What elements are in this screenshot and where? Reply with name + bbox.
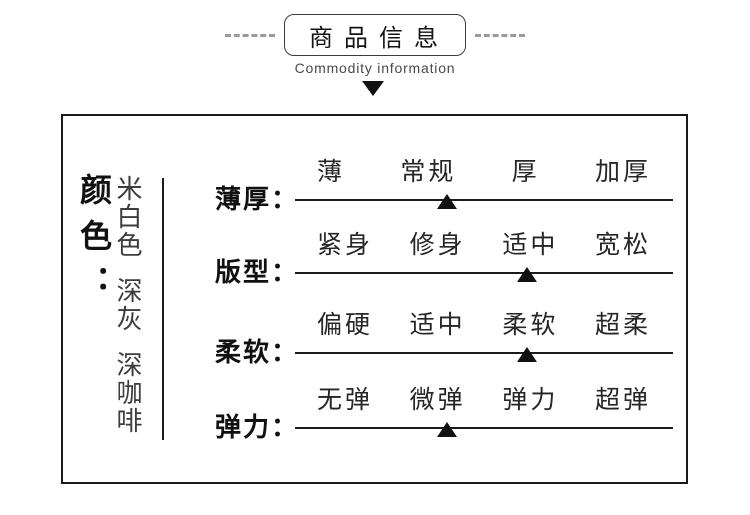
page-subtitle: Commodity information — [294, 60, 456, 76]
selection-marker-icon — [517, 347, 538, 362]
attribute-rows: 薄厚： 薄常规厚加厚 版型： 紧身修身适中宽松 柔软： 偏硬适中柔软超柔 弹力：… — [63, 116, 686, 482]
attribute-option: 超柔 — [594, 311, 651, 339]
attribute-option: 弹力 — [502, 386, 559, 414]
attribute-option: 加厚 — [594, 158, 651, 186]
vertical-divider — [162, 178, 164, 440]
attribute-option: 无弹 — [317, 386, 374, 414]
selection-marker-icon — [437, 194, 458, 209]
attribute-option: 微弹 — [409, 386, 466, 414]
attribute-scale: 偏硬 适中 柔软 超柔 — [295, 310, 673, 366]
attribute-option: 柔软 — [502, 311, 559, 339]
attribute-options: 薄 常规 厚 加厚 — [295, 157, 673, 187]
attribute-option: 紧身 — [317, 231, 374, 259]
attribute-option: 薄 — [317, 158, 346, 186]
attribute-options: 无弹 微弹 弹力 超弹 — [295, 385, 673, 415]
color-section-label: 颜色： — [76, 173, 112, 311]
color-value: 米白色 — [113, 175, 143, 259]
attribute-option: 修身 — [409, 231, 466, 259]
scale-line — [295, 199, 673, 201]
page-title: 商品信息 — [309, 24, 449, 52]
attribute-row: 薄厚： 薄 常规 厚 加厚 — [215, 157, 675, 214]
attribute-scale: 薄 常规 厚 加厚 — [295, 157, 673, 213]
color-value: 深灰 — [113, 277, 143, 333]
attribute-label: 薄厚： — [215, 184, 300, 214]
scale-line — [295, 272, 673, 274]
attribute-row: 柔软： 偏硬 适中 柔软 超柔 — [215, 310, 675, 367]
attribute-label: 版型： — [215, 257, 300, 287]
attribute-option: 适中 — [502, 231, 559, 259]
down-arrow-icon — [362, 81, 384, 96]
selection-marker-icon — [437, 422, 458, 437]
color-values: 米白色深灰深咖啡 — [113, 175, 143, 453]
attributes-panel: 颜色： 米白色深灰深咖啡 薄厚： 薄常规厚加厚 版型： 紧身修身适中宽松 柔软：… — [61, 114, 688, 484]
attribute-options: 偏硬 适中 柔软 超柔 — [295, 310, 673, 340]
attribute-label: 弹力： — [215, 412, 300, 442]
attribute-option: 超弹 — [594, 386, 651, 414]
left-dash-decoration — [225, 33, 275, 37]
attribute-label: 柔软： — [215, 337, 300, 367]
attribute-scale: 无弹 微弹 弹力 超弹 — [295, 385, 673, 441]
title-pill: 商品信息 — [284, 14, 466, 56]
attribute-row: 弹力： 无弹 微弹 弹力 超弹 — [215, 385, 675, 442]
color-value: 深咖啡 — [113, 351, 143, 435]
attribute-option: 厚 — [511, 158, 540, 186]
attribute-option: 常规 — [400, 158, 457, 186]
selection-marker-icon — [517, 267, 538, 282]
attribute-scale: 紧身 修身 适中 宽松 — [295, 230, 673, 286]
attribute-option: 宽松 — [594, 231, 651, 259]
header: 商品信息 — [0, 14, 750, 56]
right-dash-decoration — [475, 33, 525, 37]
scale-line — [295, 352, 673, 354]
attribute-option: 适中 — [409, 311, 466, 339]
attribute-row: 版型： 紧身 修身 适中 宽松 — [215, 230, 675, 287]
scale-line — [295, 427, 673, 429]
attribute-option: 偏硬 — [317, 311, 374, 339]
attribute-options: 紧身 修身 适中 宽松 — [295, 230, 673, 260]
